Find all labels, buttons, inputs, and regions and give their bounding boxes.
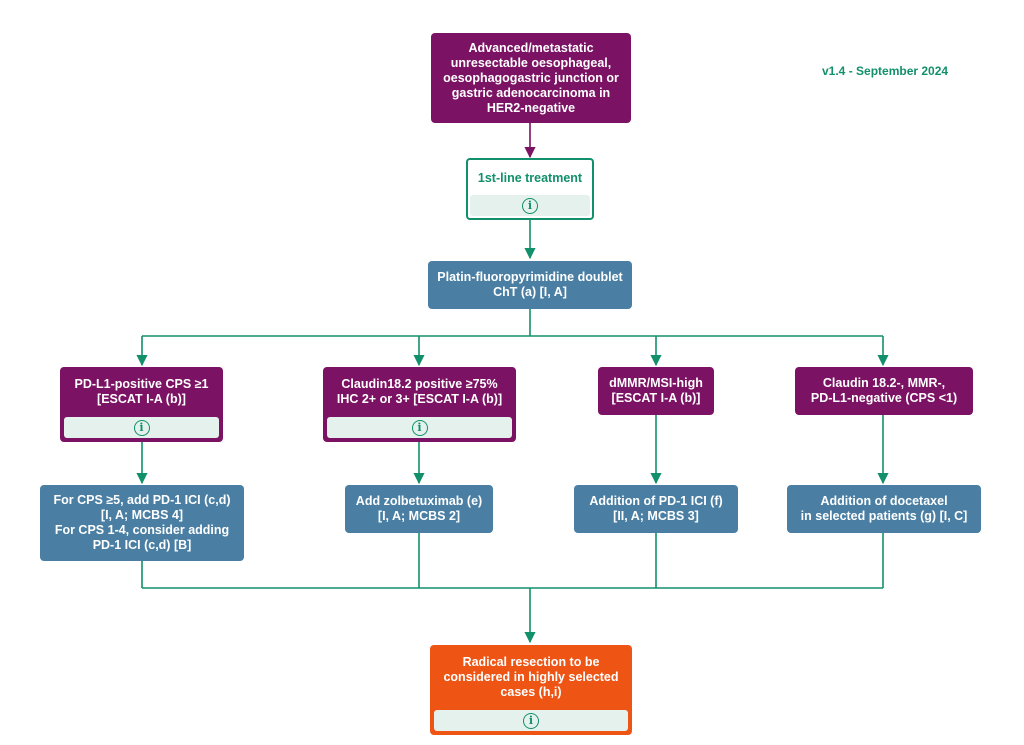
node-treatment-pd1-ici: For CPS ≥5, add PD-1 ICI (c,d) [I, A; MC…	[40, 485, 244, 561]
node-platin-doublet: Platin-fluoropyrimidine doublet ChT (a) …	[428, 261, 632, 309]
version-label: v1.4 - September 2024	[822, 64, 949, 78]
node-treatment-zolbetuximab: Add zolbetuximab (e) [I, A; MCBS 2]	[345, 485, 493, 533]
info-icon[interactable]: i	[133, 419, 150, 436]
node-radical-resection[interactable]: Radical resection to be considered in hi…	[430, 645, 632, 735]
condition-text: PD-L1-positive CPS ≥1 [ESCAT I-A (b)]	[74, 377, 209, 406]
node-treatment-pd1-ici-dmmr: Addition of PD-1 ICI (f) [II, A; MCBS 3]	[574, 485, 738, 533]
treatment-text: For CPS ≥5, add PD-1 ICI (c,d) [I, A; MC…	[53, 493, 231, 552]
info-strip[interactable]: i	[470, 195, 590, 216]
info-icon[interactable]: i	[411, 419, 428, 436]
condition-text: Claudin18.2 positive ≥75% IHC 2+ or 3+ […	[336, 377, 503, 406]
node-condition-dmmr-msi-high: dMMR/MSI-high [ESCAT I-A (b)]	[598, 367, 714, 415]
info-strip[interactable]: i	[64, 417, 219, 438]
node-treatment-docetaxel: Addition of docetaxel in selected patien…	[787, 485, 981, 533]
info-icon[interactable]: i	[522, 197, 538, 214]
info-strip[interactable]: i	[434, 710, 628, 731]
resection-text: Radical resection to be considered in hi…	[443, 655, 619, 699]
treatment-text: Addition of docetaxel in selected patien…	[800, 494, 968, 523]
condition-text: dMMR/MSI-high [ESCAT I-A (b)]	[609, 376, 703, 405]
info-strip[interactable]: i	[327, 417, 512, 438]
node-platin-doublet-text: Platin-fluoropyrimidine doublet ChT (a) …	[437, 270, 623, 299]
node-condition-claudin18-positive[interactable]: Claudin18.2 positive ≥75% IHC 2+ or 3+ […	[323, 367, 516, 442]
treatment-text: Add zolbetuximab (e) [I, A; MCBS 2]	[355, 494, 483, 523]
node-first-line-treatment[interactable]: 1st-line treatment i	[466, 158, 594, 220]
first-line-title: 1st-line treatment	[477, 170, 583, 185]
treatment-text: Addition of PD-1 ICI (f) [II, A; MCBS 3]	[589, 494, 723, 523]
node-disease-description-text: Advanced/metastatic unresectable oesopha…	[443, 40, 619, 115]
info-icon[interactable]: i	[523, 712, 539, 729]
node-condition-pdl1-positive[interactable]: PD-L1-positive CPS ≥1 [ESCAT I-A (b)] i	[60, 367, 223, 442]
condition-text: Claudin 18.2-, MMR-, PD-L1-negative (CPS…	[810, 376, 958, 405]
node-condition-claudin-mmr-pdl1-negative: Claudin 18.2-, MMR-, PD-L1-negative (CPS…	[795, 367, 973, 415]
node-disease-description: Advanced/metastatic unresectable oesopha…	[431, 33, 631, 123]
